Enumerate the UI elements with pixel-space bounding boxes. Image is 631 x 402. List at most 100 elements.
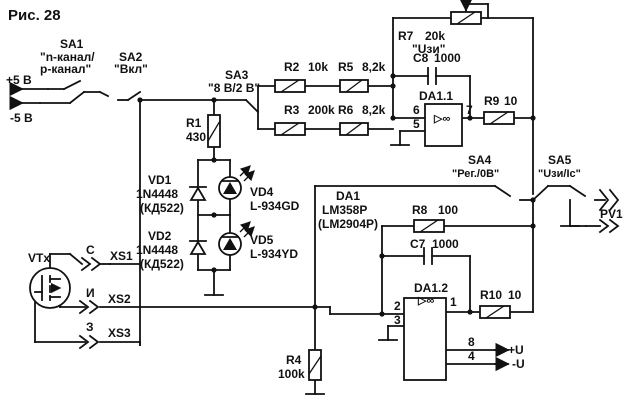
da1-2-pin-noninv: 3 [394, 313, 401, 327]
r7-ref: R7 [398, 29, 414, 43]
opamp-da1-label: DA1 LM358P (LM2904P) [318, 189, 378, 231]
r10-ref: R10 [480, 288, 502, 302]
vd5-part: L-934YD [250, 247, 298, 261]
da1-2-symbol: ▷∞ [417, 295, 434, 307]
r3-ref: R3 [284, 103, 300, 117]
da1-1-pin-noninv: 5 [413, 117, 420, 131]
junction-dots [137, 73, 536, 317]
r9-ref: R9 [484, 94, 500, 108]
da1-1-pin-out: 7 [466, 103, 473, 117]
da1-1-pin-inv: 6 [413, 103, 420, 117]
c7-value: 1000 [432, 237, 459, 251]
xs3-ref: XS3 [108, 326, 131, 340]
diode-vd2: VD2 1N4448 (КД522) [136, 229, 207, 271]
vd4-part: L-934GD [250, 199, 300, 213]
resistor-r4: R4 100k [278, 349, 322, 381]
sa1-ref: SA1 [60, 37, 84, 51]
da1-alt: (LM2904P) [318, 217, 378, 231]
vd1-part: 1N4448 [136, 187, 178, 201]
r3-value: 200k [308, 103, 335, 117]
sa1-desc-line2: p-канал" [40, 62, 91, 76]
da1-1-symbol: ▷∞ [433, 113, 450, 125]
led-vd4: VD4 L-934GD [218, 165, 300, 213]
r5-value: 8,2k [362, 60, 386, 74]
r8-ref: R8 [412, 203, 428, 217]
vd2-alt: (КД522) [140, 257, 184, 271]
r6-ref: R6 [338, 103, 354, 117]
sa2-ref: SA2 [119, 50, 143, 64]
r1-value: 430 [186, 130, 206, 144]
vd2-ref: VD2 [148, 229, 172, 243]
pv1-ref: PV1 [600, 207, 623, 221]
vtx-ref: VTx [28, 251, 50, 265]
supply-pos-label: +5 В [6, 73, 32, 87]
resistor-r5: R5 8,2k [338, 60, 386, 93]
connector-xs3: З XS3 [78, 320, 131, 350]
resistor-r9: R9 10 [483, 94, 518, 125]
r2-value: 10k [308, 60, 328, 74]
r4-value: 100k [278, 367, 305, 381]
power-pins: +U -U [494, 342, 525, 372]
r8-value: 100 [438, 203, 458, 217]
da1-part: LM358P [322, 203, 367, 217]
resistor-r6: R6 8,2k [338, 103, 386, 136]
resistor-r7-potentiometer: R7 20k "Uзи" [398, 0, 482, 56]
da1-1-ref: DA1.1 [419, 89, 453, 103]
r6-value: 8,2k [362, 103, 386, 117]
da1-2-pin-inv: 2 [394, 299, 401, 313]
xs1-ref: XS1 [110, 249, 133, 263]
resistor-r2: R2 10k [274, 60, 328, 93]
xs2-ref: XS2 [108, 292, 131, 306]
r5-ref: R5 [338, 60, 354, 74]
da1-2-ref: DA1.2 [414, 281, 448, 295]
xs2-pin: И [86, 286, 95, 300]
r7-value: 20k [425, 29, 445, 43]
r2-ref: R2 [284, 60, 300, 74]
c8-ref: C8 [413, 51, 429, 65]
connector-xs1: С XS1 [80, 243, 133, 272]
vd2-part: 1N4448 [136, 243, 178, 257]
resistor-r8: R8 100 [412, 203, 458, 233]
supply-terminals: +5 В -5 В [6, 73, 49, 125]
transistor-vtx: VTx [28, 251, 71, 309]
sa2-desc: "Вкл" [114, 62, 148, 76]
da1-2-pin-vpos: 8 [468, 335, 475, 349]
led-vd5: VD5 L-934YD [218, 221, 298, 261]
connector-xs2: И XS2 [78, 286, 131, 315]
sa3-desc: "8 В/2 В" [208, 81, 260, 95]
sa5-desc: "Uзи/Iс" [538, 168, 581, 180]
supply-neg-label: -5 В [10, 111, 33, 125]
vd1-alt: (КД522) [140, 201, 184, 215]
resistor-r1: R1 430 [186, 114, 221, 148]
r10-value: 10 [508, 288, 522, 302]
capacitor-c7: C7 1000 [410, 237, 459, 265]
meter-pv1: PV1 [585, 188, 623, 234]
resistor-r3: R3 200k [274, 103, 335, 136]
da1-2-pin-out: 1 [450, 295, 457, 309]
ground-symbols [204, 144, 580, 395]
c8-value: 1000 [434, 51, 461, 65]
r7-desc: "Uзи" [412, 42, 445, 56]
r9-value: 10 [504, 94, 518, 108]
sa4-desc: "Рег./0В" [452, 168, 499, 180]
figure-title: Рис. 28 [8, 7, 61, 24]
xs1-pin: С [86, 243, 95, 257]
da1-2-pin-vneg: 4 [468, 349, 475, 363]
r4-ref: R4 [286, 353, 302, 367]
vd1-ref: VD1 [148, 173, 172, 187]
vd4-ref: VD4 [250, 185, 274, 199]
resistor-r10: R10 10 [479, 288, 522, 319]
sa5-ref: SA5 [548, 153, 572, 167]
c7-ref: C7 [410, 237, 426, 251]
r1-ref: R1 [186, 116, 202, 130]
diode-vd1: VD1 1N4448 (КД522) [136, 173, 207, 215]
opamp-da1-2: ▷∞ DA1.2 2 3 1 8 4 [394, 281, 475, 381]
sa4-ref: SA4 [468, 153, 492, 167]
vd5-ref: VD5 [250, 233, 274, 247]
sa3-ref: SA3 [225, 68, 249, 82]
sa1-desc-line1: "n-канал/ [40, 50, 95, 64]
power-pos-label: +U [508, 343, 524, 357]
xs3-pin: З [86, 320, 94, 334]
wires [34, 3, 606, 395]
